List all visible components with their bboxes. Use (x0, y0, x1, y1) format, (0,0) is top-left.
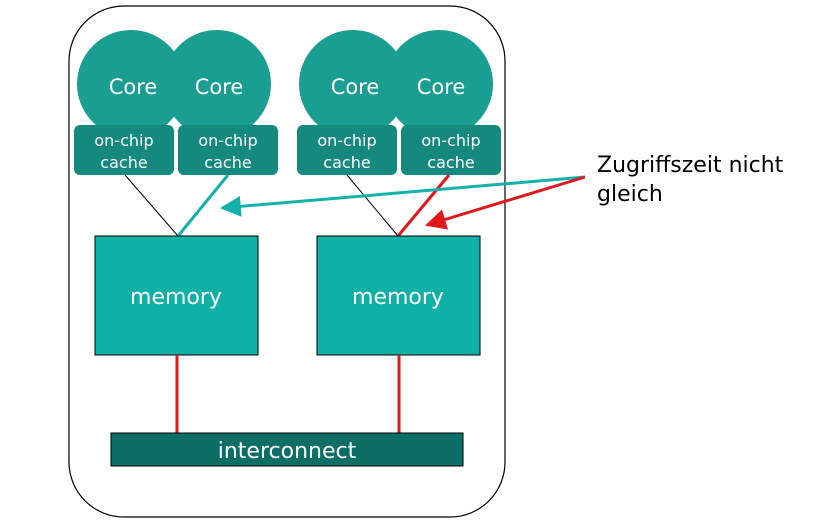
interconnect-box (110, 432, 464, 467)
core-label: Core (417, 75, 466, 99)
cache-box (401, 125, 501, 175)
core-label: Core (195, 75, 244, 99)
cache-label-line2: cache (100, 153, 147, 172)
memory-box (94, 235, 259, 356)
cache-label-line1: on-chip (421, 131, 480, 150)
cache-memory-link-local (124, 174, 179, 237)
cache-memory-link-remote (396, 174, 451, 237)
core-circle (299, 30, 407, 138)
memory-block: memory (316, 235, 481, 356)
interconnect-bar: interconnect (110, 432, 464, 467)
interconnect-label: interconnect (218, 439, 357, 464)
memory-block: memory (94, 235, 259, 356)
cache-memory-link-remote (176, 174, 230, 237)
memory-label: memory (130, 285, 222, 310)
core-label: Core (109, 75, 158, 99)
cache-label-line2: cache (323, 153, 370, 172)
cache-memory-link-local (346, 174, 399, 237)
cache-block: on-chip cache (178, 125, 278, 175)
core-label: Core (331, 75, 380, 99)
cache-label-line1: on-chip (198, 131, 257, 150)
annotation-arrow-red (424, 175, 586, 230)
cache-block: on-chip cache (401, 125, 501, 175)
annotation-line2: gleich (597, 182, 663, 207)
cache-label-line2: cache (427, 153, 474, 172)
cache-label-line1: on-chip (317, 131, 376, 150)
cache-block: on-chip cache (297, 125, 397, 175)
memory-label: memory (352, 285, 444, 310)
core-group-right: Core Core (299, 30, 493, 138)
cache-box (74, 125, 174, 175)
annotation-arrow-teal (219, 175, 586, 217)
core-circle (77, 30, 185, 138)
memory-box (316, 235, 481, 356)
cache-block: on-chip cache (74, 125, 174, 175)
cache-label-line1: on-chip (94, 131, 153, 150)
core-circle (163, 30, 271, 138)
cache-box (178, 125, 278, 175)
core-circle (385, 30, 493, 138)
core-group-left: Core Core (77, 30, 271, 138)
cache-box (297, 125, 397, 175)
cache-label-line2: cache (204, 153, 251, 172)
annotation-line1: Zugriffszeit nicht (597, 153, 784, 178)
